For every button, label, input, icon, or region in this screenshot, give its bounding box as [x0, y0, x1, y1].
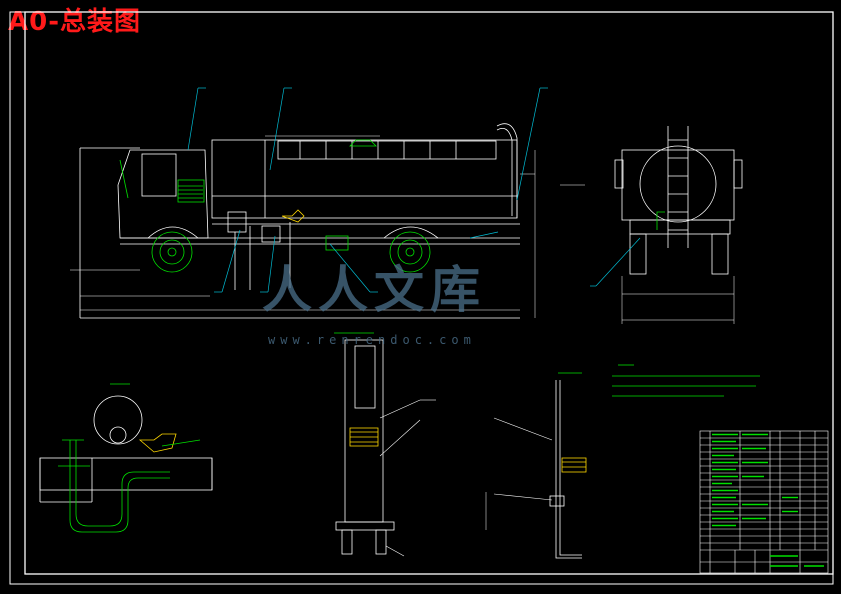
hatch — [349, 139, 377, 147]
side-leaders — [187, 87, 548, 293]
section-detail — [334, 332, 436, 557]
watermark-logo-text: 人人文库 — [262, 261, 486, 319]
parts-list-text — [712, 433, 824, 567]
rear-ladder — [496, 123, 518, 218]
inner-frame — [24, 11, 834, 575]
parts-list — [699, 430, 829, 574]
tank-section — [639, 145, 717, 223]
rear-ladder — [667, 126, 689, 248]
piping-detail — [39, 383, 213, 533]
bracket-detail — [485, 372, 587, 559]
tank-body — [211, 139, 518, 219]
pump — [325, 235, 349, 251]
cab-vent — [177, 179, 205, 203]
watermark-url: www.renrendoc.com — [268, 333, 476, 347]
tech-notes — [612, 364, 760, 397]
valve — [281, 209, 305, 223]
discharge-valve — [138, 433, 177, 453]
front-wheel — [151, 231, 193, 273]
rear-leaders — [590, 237, 641, 287]
side-view — [70, 123, 585, 319]
rear-wheel-right — [711, 233, 729, 275]
rear-view — [614, 126, 743, 324]
rear-wheel-left — [629, 233, 647, 275]
pipe — [69, 440, 170, 533]
rear-wheel — [389, 231, 431, 273]
